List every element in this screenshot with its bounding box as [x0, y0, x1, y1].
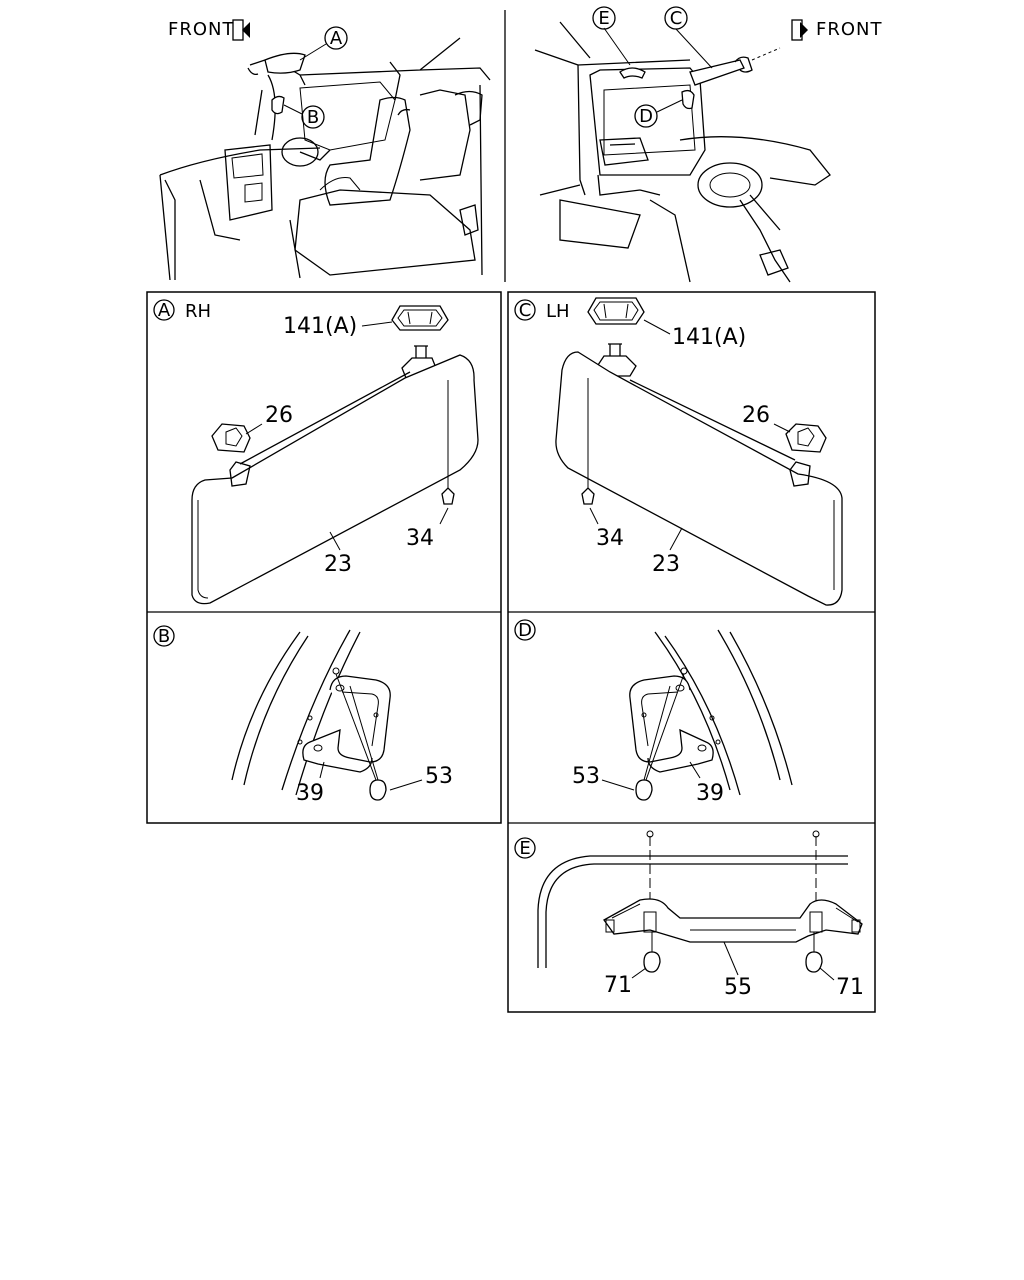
callout-e-label: E	[598, 8, 609, 29]
panel-b-letter: B	[158, 626, 170, 647]
callout-d	[634, 104, 658, 128]
front-label-right: FRONT	[816, 19, 883, 40]
callout-d-label: D	[639, 106, 653, 127]
part-39-label-lh: 39	[696, 781, 724, 806]
part-26-label-lh: 26	[742, 403, 770, 428]
part-53-label-lh: 53	[572, 764, 600, 789]
part-39-label-rh: 39	[296, 781, 324, 806]
part-grip-rh	[302, 675, 391, 773]
callout-a-left-label: A	[330, 28, 343, 49]
part-visor-rh	[191, 354, 479, 605]
panel-d-badge	[514, 619, 536, 641]
part-34-label-rh: 34	[406, 526, 434, 551]
part-cover-lh	[587, 297, 645, 325]
panel-a-rh: A RH 141(A) 26 34 23	[153, 299, 479, 605]
part-grip-lh	[629, 675, 714, 773]
part-26-label-rh: 26	[265, 403, 293, 428]
part-cover-rh	[391, 305, 449, 331]
callout-c-label: C	[670, 8, 683, 29]
frame-right	[507, 291, 876, 1013]
panel-d-letter: D	[518, 620, 532, 641]
callout-c	[664, 6, 688, 30]
panel-c-badge	[514, 299, 536, 321]
part-34-label-lh: 34	[596, 526, 624, 551]
part-screw-rh	[441, 487, 455, 505]
overview-left-cab: FRONT A B	[159, 19, 491, 281]
panel-c-lh: C LH 141(A) 26 34 23	[514, 297, 843, 606]
panel-c-side: LH	[546, 301, 570, 322]
panel-e-badge	[514, 837, 536, 859]
panel-c-letter: C	[519, 300, 532, 321]
callout-e	[592, 6, 616, 30]
panel-b-badge	[153, 625, 175, 647]
part-23-label-lh: 23	[652, 552, 680, 577]
part-53-label-rh: 53	[425, 764, 453, 789]
front-arrow-right-icon	[800, 22, 808, 38]
panel-e: E 71 55 71	[514, 830, 864, 1000]
panel-a-letter: A	[158, 300, 171, 321]
part-screw-53-lh	[635, 779, 653, 801]
part-141a-label-lh: 141(A)	[672, 325, 746, 350]
part-handle-55	[603, 898, 863, 943]
part-screw-71-right	[805, 951, 823, 973]
panel-d: D 53 39	[514, 619, 793, 806]
panel-e-letter: E	[519, 838, 530, 859]
overview-visor-rh	[264, 52, 306, 74]
front-arrow-tail	[232, 19, 244, 41]
panel-a-badge	[153, 299, 175, 321]
front-arrow-right-tail	[791, 19, 803, 41]
part-screw-53-rh	[369, 779, 387, 801]
part-141a-label-rh: 141(A)	[283, 314, 357, 339]
part-71-label-left: 71	[604, 973, 632, 998]
frame-left	[146, 291, 502, 824]
panel-b: B 53 39	[153, 625, 453, 806]
front-arrow-left-icon	[242, 22, 250, 38]
callout-b-label: B	[307, 107, 319, 128]
overview-visor-lh	[689, 59, 745, 86]
part-screw-lh	[581, 487, 595, 505]
panel-a-side: RH	[185, 301, 211, 322]
part-23-label-rh: 23	[324, 552, 352, 577]
callout-b	[301, 105, 325, 129]
part-clip-lh	[785, 423, 827, 453]
part-visor-lh	[555, 351, 843, 606]
part-clip-rh	[211, 423, 251, 453]
part-71-label-right: 71	[836, 975, 864, 1000]
front-label-left: FRONT	[168, 19, 235, 40]
callout-a-left	[324, 26, 348, 50]
overview-right-cab: FRONT E C D	[534, 6, 883, 283]
part-screw-71-left	[643, 951, 661, 973]
part-55-label: 55	[724, 975, 752, 1000]
